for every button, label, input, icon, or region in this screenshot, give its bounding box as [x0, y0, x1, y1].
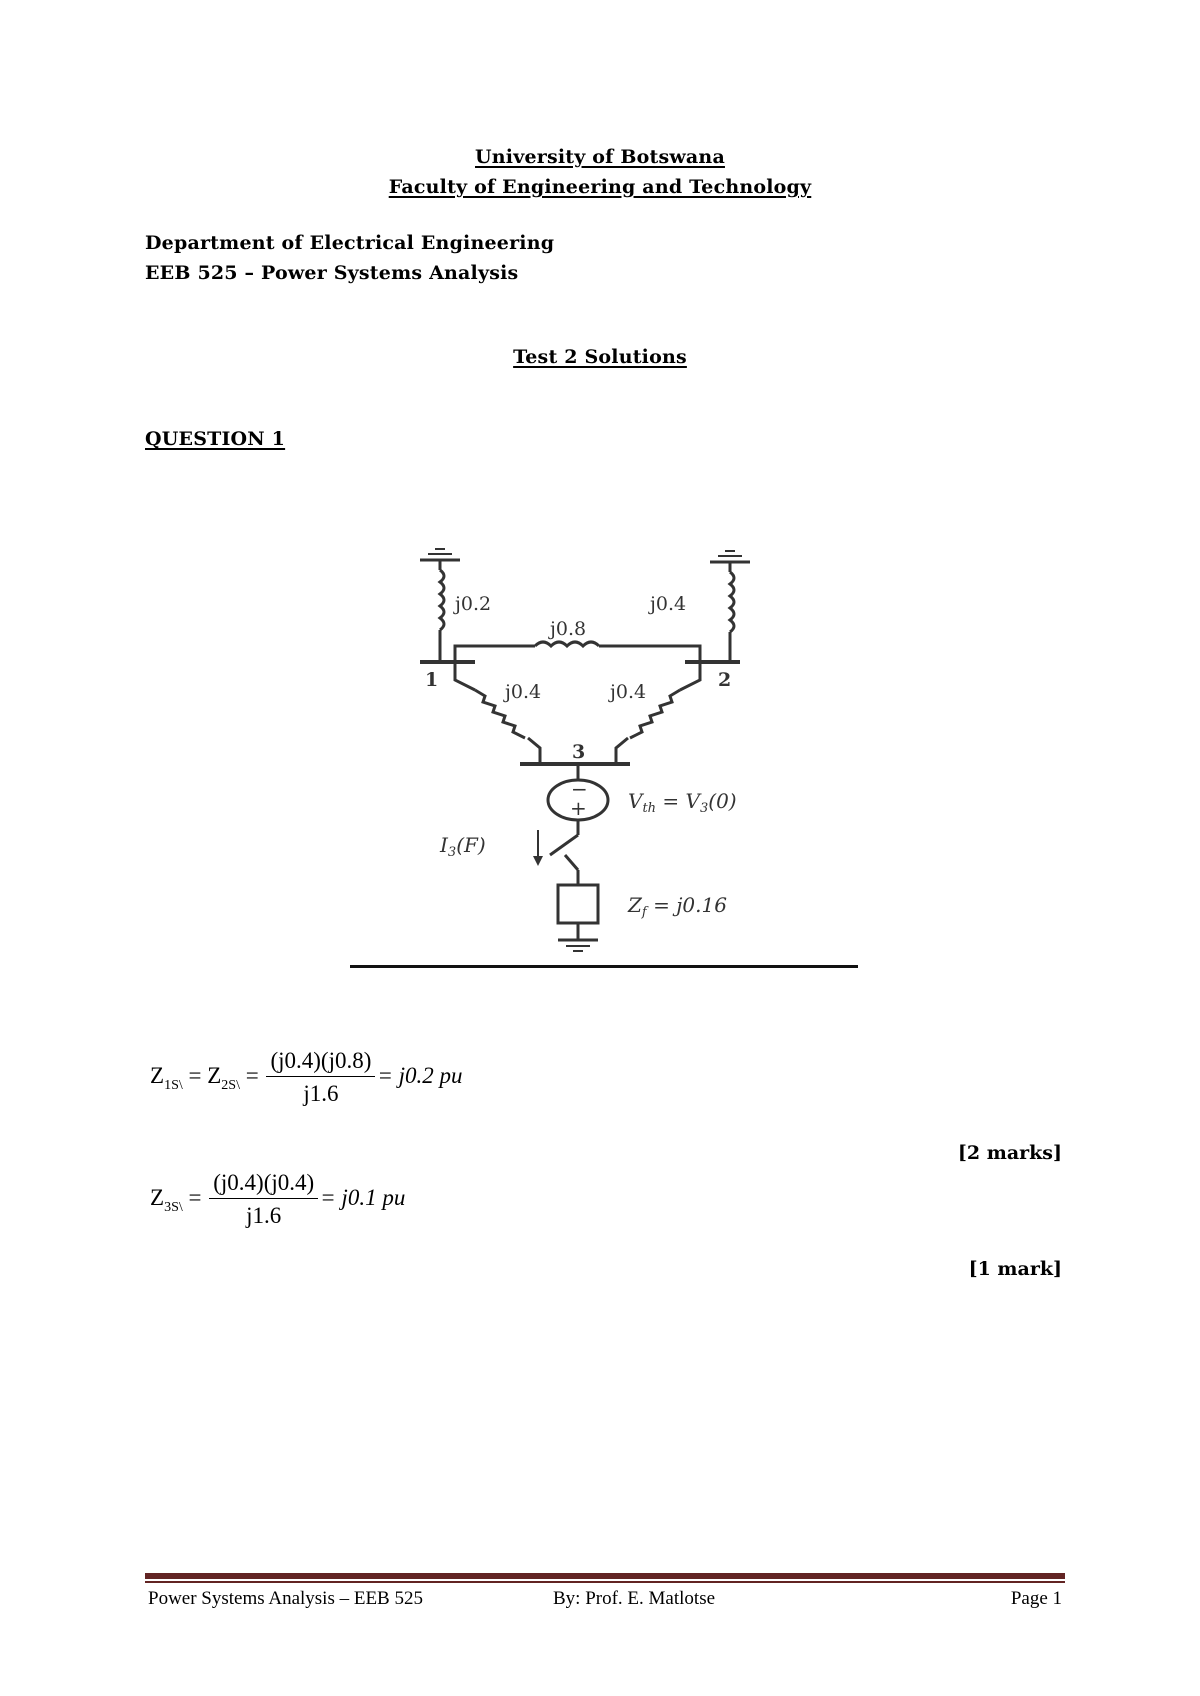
footer-rule-thin: [145, 1581, 1065, 1583]
faculty-title: Faculty of Engineering and Technology: [388, 176, 812, 198]
label-bus-2: 2: [718, 669, 731, 691]
department-name: Department of Electrical Engineering: [145, 232, 555, 254]
page-title: Test 2 Solutions: [513, 346, 687, 368]
inductor-icon-z12: [533, 640, 601, 649]
label-bus-3: 3: [572, 741, 585, 763]
label-vth: Vth = V3(0): [628, 789, 737, 816]
fraction: (j0.4)(j0.4)j1.6: [209, 1170, 319, 1229]
inductor-icon-z13: [474, 688, 526, 740]
fraction: (j0.4)(j0.8)j1.6: [266, 1048, 376, 1107]
equation-2: Z3S\ = (j0.4)(j0.4)j1.6= j0.1 pu: [150, 1170, 406, 1229]
label-z23: j0.4: [608, 681, 646, 703]
source-minus-icon: −: [571, 777, 588, 801]
switch-icon: [549, 833, 579, 857]
course-name: EEB 525 – Power Systems Analysis: [145, 262, 519, 284]
footer-course: Power Systems Analysis – EEB 525: [148, 1588, 423, 1609]
marks-label-2: [1 mark]: [968, 1258, 1062, 1280]
inductor-icon-z2g: [727, 570, 736, 634]
footer-rule: [145, 1573, 1065, 1579]
marks-label-1: [2 marks]: [957, 1142, 1062, 1164]
ground-icon-fault: [558, 938, 598, 952]
inductor-icon-z23: [629, 688, 681, 740]
ground-icon-bus1: [420, 548, 460, 562]
page-number: Page 1: [1010, 1588, 1062, 1609]
question-heading: QUESTION 1: [145, 428, 286, 450]
label-z13: j0.4: [503, 681, 541, 703]
ground-icon-bus2: [710, 550, 750, 564]
label-fault-current: I3(F): [439, 833, 486, 860]
university-title: University of Botswana: [475, 146, 725, 168]
label-z12: j0.8: [548, 618, 586, 640]
section-divider: [350, 965, 858, 968]
source-plus-icon: +: [570, 796, 587, 820]
impedance-box-icon: [556, 883, 600, 925]
label-z2-ground: j0.4: [648, 593, 686, 615]
circuit-diagram: j0.2 j0.4 j0.8 j0.4 j0.4 1 2 3 − + Vth =…: [420, 548, 750, 952]
label-zf: Zf = j0.16: [627, 893, 727, 920]
label-bus-1: 1: [425, 669, 438, 691]
label-z1-ground: j0.2: [453, 593, 491, 615]
footer-author: By: Prof. E. Matlotse: [553, 1588, 716, 1609]
equation-1: Z1S\ = Z2S\ = (j0.4)(j0.8)j1.6= j0.2 pu: [150, 1048, 463, 1107]
inductor-icon-z1g: [437, 568, 446, 632]
